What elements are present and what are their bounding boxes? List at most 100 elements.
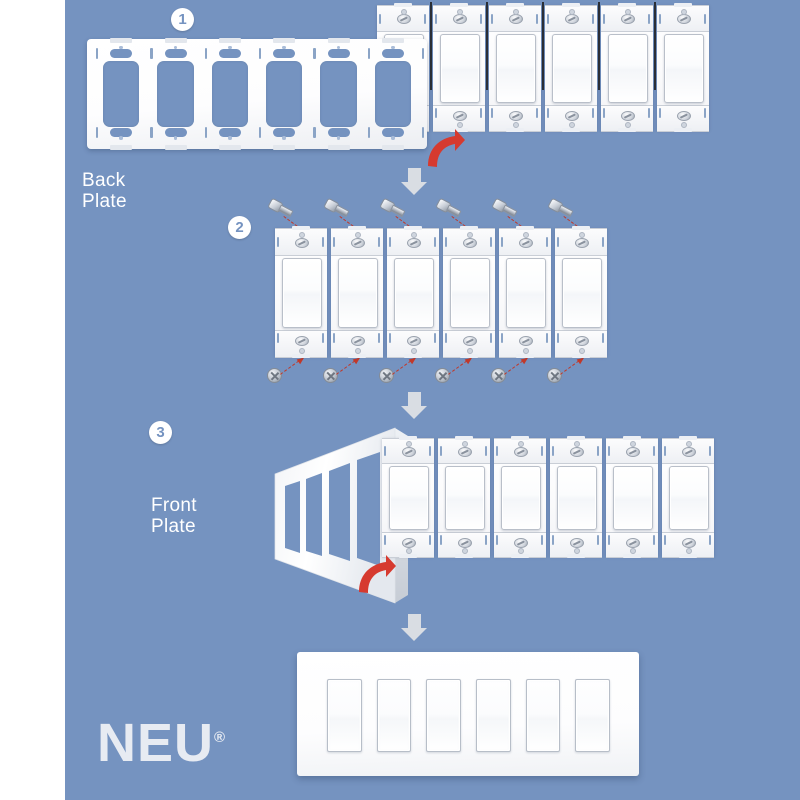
back-plate-screw-dot <box>173 136 178 140</box>
switch-terminal-screw <box>570 446 584 457</box>
switch-tab <box>618 128 636 132</box>
switch-tab <box>399 436 417 440</box>
switch-mount-hole <box>411 231 417 238</box>
switch-terminal-screw <box>453 110 467 121</box>
switch-terminal-screw <box>621 14 635 25</box>
switch-rocker <box>551 34 593 103</box>
switch-mount-hole <box>625 121 631 128</box>
switch-rocker <box>388 465 430 531</box>
back-plate-tick <box>150 127 153 138</box>
switch-tick <box>491 13 494 24</box>
back-plate-screw-dot <box>391 136 395 140</box>
switch-tick <box>602 332 605 343</box>
switch-tab <box>404 354 422 358</box>
switch-tick <box>389 332 392 343</box>
switch-tick <box>429 446 432 457</box>
light-switch <box>601 3 653 132</box>
back-plate-tick <box>367 48 371 60</box>
back-plate-tab <box>218 145 241 150</box>
light-switch <box>382 436 434 558</box>
switch-terminal-screw <box>397 14 411 25</box>
switch-tab <box>674 128 692 132</box>
switch-tab <box>572 354 590 358</box>
switch-tick <box>485 446 488 457</box>
switch-tab <box>511 436 529 440</box>
back-plate-mount-slot <box>273 49 296 59</box>
light-switch <box>499 226 551 358</box>
switch-rocker <box>663 34 705 103</box>
switch-terminal-screw <box>677 110 691 121</box>
switch-rocker <box>439 34 481 103</box>
switch-mount-hole <box>686 441 692 448</box>
switch-tab <box>450 3 468 7</box>
light-switch <box>606 436 658 558</box>
wall-plate-rocker <box>525 678 561 752</box>
switch-tick <box>603 107 606 118</box>
back-plate-mount-slot <box>327 127 350 137</box>
switch-tab <box>567 554 585 558</box>
switch-terminal-screw <box>570 537 584 548</box>
switch-tick <box>322 236 325 247</box>
back-plate-screw-dot <box>228 136 232 140</box>
switch-terminal-screw <box>463 237 477 248</box>
back-plate-opening <box>157 61 194 127</box>
switch-tab <box>348 354 366 358</box>
switch-tick <box>653 446 656 457</box>
back-plate-screw-dot <box>119 45 123 50</box>
back-plate-mount-slot <box>218 127 241 137</box>
switch-terminal-screw <box>626 446 640 457</box>
switch-terminal-screw <box>407 237 421 248</box>
switch-tick <box>536 107 539 118</box>
diagram-canvas: 1 Back Plate 2 3 Front Plate <box>65 0 800 800</box>
switch-tick <box>603 13 606 24</box>
back-plate-tick <box>204 127 208 138</box>
switch-rocker <box>556 465 598 531</box>
mounting-screw <box>433 195 464 223</box>
switch-tick <box>552 534 555 545</box>
switch-tick <box>384 446 387 457</box>
back-plate-screw-dot <box>282 136 286 140</box>
switch-mount-hole <box>513 8 519 15</box>
switch-terminal-screw <box>402 537 416 548</box>
switch-mount-hole <box>406 548 412 555</box>
front-plate-label: Front Plate <box>151 495 197 537</box>
switch-tab <box>618 3 636 7</box>
back-plate-screw-dot <box>391 45 395 50</box>
screw-direction-arrow <box>392 357 416 375</box>
switch-rocker <box>612 465 654 531</box>
back-plate-tab <box>164 145 187 150</box>
screw-shaft <box>501 204 518 218</box>
screw-shaft <box>445 204 462 218</box>
switch-tab <box>516 226 534 230</box>
switch-mount-hole <box>467 347 473 354</box>
switch-tick <box>424 13 427 24</box>
back-plate-tick <box>422 48 425 60</box>
wall-plate-rocker <box>376 678 412 752</box>
back-plate-opening <box>320 61 357 127</box>
back-plate-mount-slot <box>381 127 404 137</box>
switch-tick <box>704 107 707 118</box>
back-plate-screw-dot <box>173 45 178 50</box>
switch-tick <box>480 107 483 118</box>
switch-rocker <box>561 258 603 328</box>
switch-terminal-screw <box>514 537 528 548</box>
switch-rocker <box>505 258 547 328</box>
switch-tab <box>516 354 534 358</box>
switch-tick <box>445 332 448 343</box>
back-plate-tab <box>110 145 133 150</box>
back-plate <box>87 38 427 150</box>
back-plate-label-line2: Plate <box>82 191 127 212</box>
switch-tab <box>511 554 529 558</box>
mounting-screw <box>545 195 576 223</box>
registered-mark: ® <box>214 729 227 746</box>
back-plate-opening <box>374 61 411 127</box>
flow-arrow-1-icon <box>401 168 427 195</box>
mounting-screw <box>321 195 352 223</box>
back-plate-screw-dot <box>336 136 341 140</box>
switch-tick <box>485 534 488 545</box>
switch-terminal-screw <box>509 14 523 25</box>
switch-tick <box>384 534 387 545</box>
back-plate-label: Back Plate <box>82 170 127 212</box>
back-plate-tick <box>422 127 425 138</box>
screw-direction-arrow <box>560 357 584 375</box>
